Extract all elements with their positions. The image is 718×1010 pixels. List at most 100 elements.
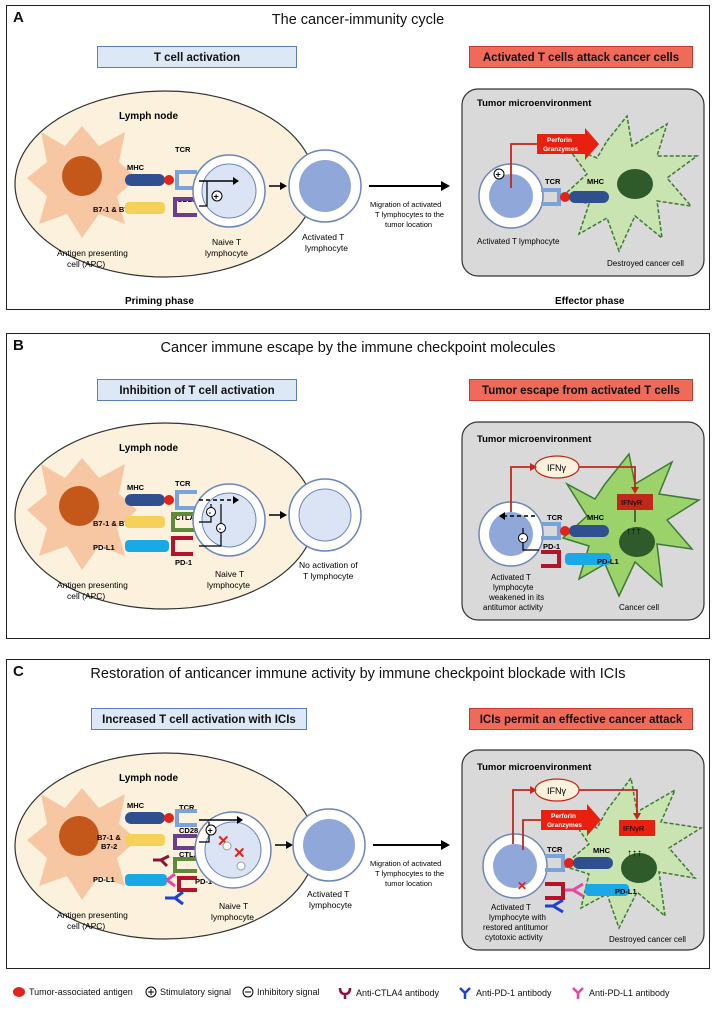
perforin-label: Perforin (551, 813, 576, 820)
naive-t-label-1: Naive T (219, 901, 248, 911)
perforin-arrow (537, 128, 599, 160)
migration-1: Migration of activated (370, 200, 441, 209)
mhc-receptor (125, 174, 165, 186)
mhc-right-label: MHC (593, 846, 611, 855)
perforin-arrow (541, 804, 601, 836)
lymph-node-label: Lymph node (119, 111, 179, 122)
panel-c-diagram: Lymph node Antigen presenting cell (APC)… (14, 749, 705, 951)
antigen (164, 813, 174, 823)
pd1-right-receptor (545, 882, 565, 900)
pd1-label: PD-1 (175, 558, 192, 567)
panel-letter: C (13, 663, 24, 680)
priming-phase: Priming phase (125, 296, 194, 307)
naive-t-inner (201, 163, 257, 219)
ctla4-label: CTLA4 (179, 850, 204, 859)
tcr-receptor (175, 809, 197, 827)
tcr-right-label: TCR (547, 845, 563, 854)
blocked-x: ✕ (517, 879, 527, 893)
b7-label-1: B7-1 & (97, 833, 121, 842)
mhc-right-receptor (573, 857, 613, 869)
anti-ctla4-antibody (153, 854, 170, 868)
cd28-label: CD28 (179, 826, 198, 835)
antigen (164, 495, 174, 505)
weak-label-1: Activated T (491, 573, 531, 582)
panel-title: Cancer immune escape by the immune check… (160, 340, 556, 356)
no-activation-label-1: No activation of (299, 560, 358, 570)
apc-nucleus (59, 816, 99, 856)
anti-ctla4-icon (338, 987, 352, 999)
stim-signal-icon (211, 190, 223, 202)
apc-nucleus (62, 156, 102, 196)
svg-text:-: - (521, 534, 524, 543)
naive-t-inner (204, 821, 262, 879)
minus-circle-icon (242, 986, 254, 998)
ctla4-receptor (171, 512, 197, 532)
perforin-label: Perforin (547, 137, 572, 144)
stim-bracket (199, 181, 208, 207)
antigen-icon (13, 987, 25, 997)
ctla4-receptor (173, 857, 197, 873)
anti-pdl1-icon (572, 987, 584, 999)
legend-anti-pdl1-label: Anti-PD-L1 antibody (589, 988, 670, 998)
legend-stim-label: Stimulatory signal (160, 987, 232, 997)
b7-ligand (125, 834, 165, 846)
legend-anti-pdl1: Anti-PD-L1 antibody (570, 986, 670, 1000)
tcr-right-receptor (541, 188, 561, 206)
destroyed-label: Destroyed cancer cell (607, 259, 684, 268)
cancer-debris (617, 169, 653, 199)
mhc-label: MHC (127, 801, 145, 810)
t-cell-right-inner (489, 512, 533, 556)
pdl1-right-label: PD-L1 (615, 887, 637, 896)
apc-nucleus (59, 486, 99, 526)
inhib-signal-icon (206, 507, 216, 517)
b7-label-2: B7-2 (101, 842, 117, 851)
pdl1-label: PD-L1 (93, 875, 115, 884)
svg-text:-: - (219, 524, 222, 533)
inhib-signal-icon (222, 841, 232, 851)
weak-label-4: antitumor activity (483, 603, 543, 612)
migration-2: T lymphocytes to the (375, 869, 444, 878)
section-header-left: T cell activation (97, 46, 297, 68)
pdl1-label: PD-L1 (93, 543, 115, 552)
tcr-right-label: TCR (545, 177, 561, 186)
upregulation-arrows: ↑↑↑ (626, 526, 641, 537)
granzymes-label: Granzymes (547, 822, 582, 829)
red-signal-arrow (510, 143, 539, 188)
pd1-receptor (177, 876, 197, 892)
restored-label-4: cytotoxic activity (485, 933, 543, 942)
panel-b-diagram: Lymph node Antigen presenting cell (APC)… (14, 421, 705, 621)
panel-a: A The cancer-immunity cycle T cell activ… (6, 5, 710, 310)
pdl1-right-ligand (585, 884, 629, 896)
b7-ligand (125, 202, 165, 214)
lymph-node-label: Lymph node (119, 773, 179, 784)
pdl1-right-ligand (565, 553, 611, 565)
apc-label-2: cell (APC) (67, 259, 105, 269)
panel-a-diagram: Lymph node Antigen presenting cell (APC)… (14, 88, 705, 307)
cd28-receptor (173, 197, 197, 217)
anti-pd1-icon (459, 987, 471, 999)
mhc-right-receptor (569, 191, 609, 203)
tumor-micro-label: Tumor microenvironment (477, 434, 592, 445)
stim-signal-icon (493, 168, 505, 180)
mhc-label: MHC (127, 483, 145, 492)
mhc-right-label: MHC (587, 177, 605, 186)
panel-title: Restoration of anticancer immune activit… (90, 666, 626, 682)
activated-t-label-1: Activated T (307, 889, 349, 899)
pd1-receptor (171, 536, 193, 556)
b7-ligand (125, 516, 165, 528)
activated-t-label-2: lymphocyte (309, 900, 352, 910)
lymph-node-label: Lymph node (119, 443, 179, 454)
tcr-label: TCR (175, 479, 191, 488)
pd1-right-label: PD-1 (543, 542, 560, 551)
activated-t-label-2: lymphocyte (305, 243, 348, 253)
legend-inhib: Inhibitory signal (242, 986, 320, 998)
stim-signal-icon (205, 824, 217, 836)
ifnr-box (619, 820, 655, 836)
mhc-right-receptor (569, 525, 609, 537)
plus-circle-icon (145, 986, 157, 998)
naive-t-label-2: lymphocyte (207, 580, 250, 590)
no-activation-label-2: T lymphocyte (303, 571, 354, 581)
antigen (164, 175, 174, 185)
panel-letter: B (13, 337, 24, 354)
mhc-right-label: MHC (587, 513, 605, 522)
